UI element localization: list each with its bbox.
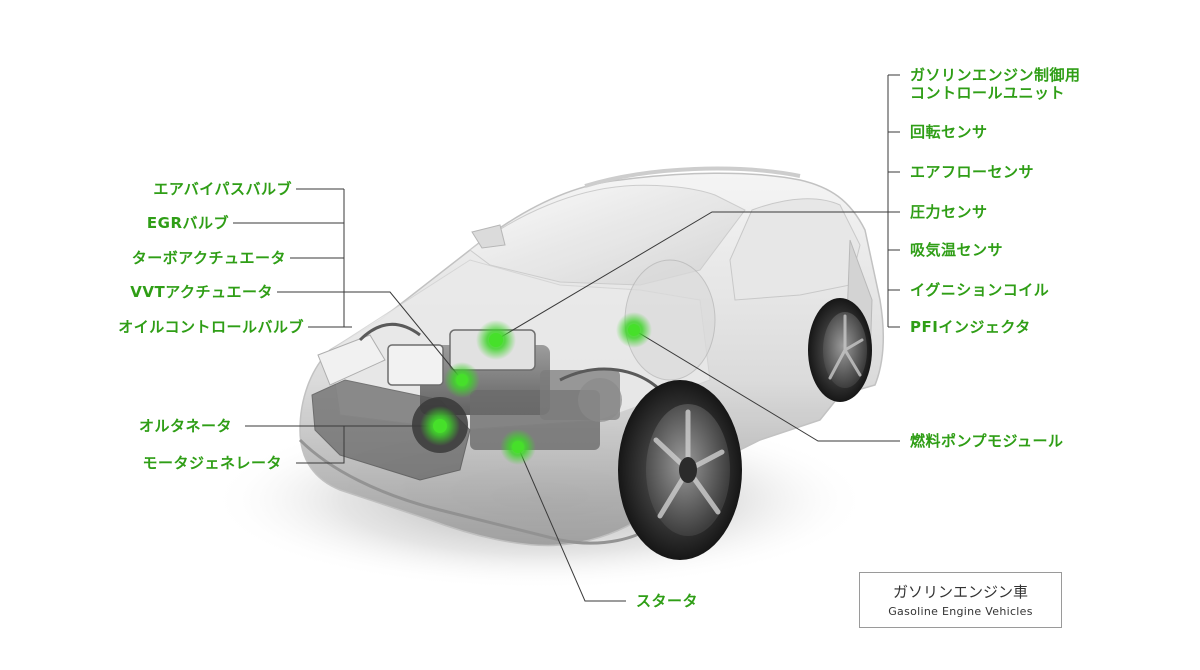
label-turbo-actuator: ターボアクチュエータ [132, 249, 286, 267]
label-text: 吸気温センサ [910, 241, 1003, 259]
label-text-line2: コントロールユニット [910, 84, 1081, 102]
badge-title-jp: ガソリンエンジン車 [860, 581, 1061, 602]
label-starter: スタータ [636, 592, 698, 610]
rear-wheel [808, 298, 872, 402]
label-fuel-pump-module: 燃料ポンプモジュール [910, 432, 1064, 450]
front-wheel [618, 380, 742, 560]
label-air-bypass-valve: エアバイパスバルブ [153, 180, 292, 198]
label-text: モータジェネレータ [142, 454, 282, 472]
label-airflow-sensor: エアフローセンサ [910, 163, 1034, 181]
label-intake-temp-sensor: 吸気温センサ [910, 241, 1003, 259]
label-text: 燃料ポンプモジュール [910, 432, 1064, 450]
label-ignition-coil: イグニションコイル [910, 281, 1049, 299]
label-pfi-injector: PFIインジェクタ [910, 318, 1031, 336]
badge-title-en: Gasoline Engine Vehicles [860, 605, 1061, 618]
label-motor-generator: モータジェネレータ [142, 454, 282, 472]
label-oil-control-valve: オイルコントロールバルブ [118, 318, 304, 336]
vehicle-type-badge: ガソリンエンジン車 Gasoline Engine Vehicles [859, 572, 1062, 628]
label-text: 圧力センサ [910, 203, 988, 221]
label-text: スタータ [636, 592, 698, 610]
label-text-line1: ガソリンエンジン制御用 [910, 66, 1081, 84]
label-text: エアフローセンサ [910, 163, 1034, 181]
label-text: 回転センサ [910, 123, 988, 141]
label-text: EGRバルブ [147, 214, 229, 232]
label-rotation-sensor: 回転センサ [910, 123, 988, 141]
label-alternator: オルタネータ [139, 417, 232, 435]
label-text: PFIインジェクタ [910, 318, 1031, 336]
label-pressure-sensor: 圧力センサ [910, 203, 988, 221]
label-text: オイルコントロールバルブ [118, 318, 304, 336]
label-engine-control-unit: ガソリンエンジン制御用 コントロールユニット [910, 66, 1081, 102]
label-text: ターボアクチュエータ [132, 249, 286, 267]
label-text: エアバイパスバルブ [153, 180, 292, 198]
label-egr-valve: EGRバルブ [147, 214, 229, 232]
label-text: イグニションコイル [910, 281, 1049, 299]
label-vvt-actuator: VVTアクチュエータ [130, 283, 273, 301]
label-text: VVTアクチュエータ [130, 283, 273, 301]
label-text: オルタネータ [139, 417, 232, 435]
